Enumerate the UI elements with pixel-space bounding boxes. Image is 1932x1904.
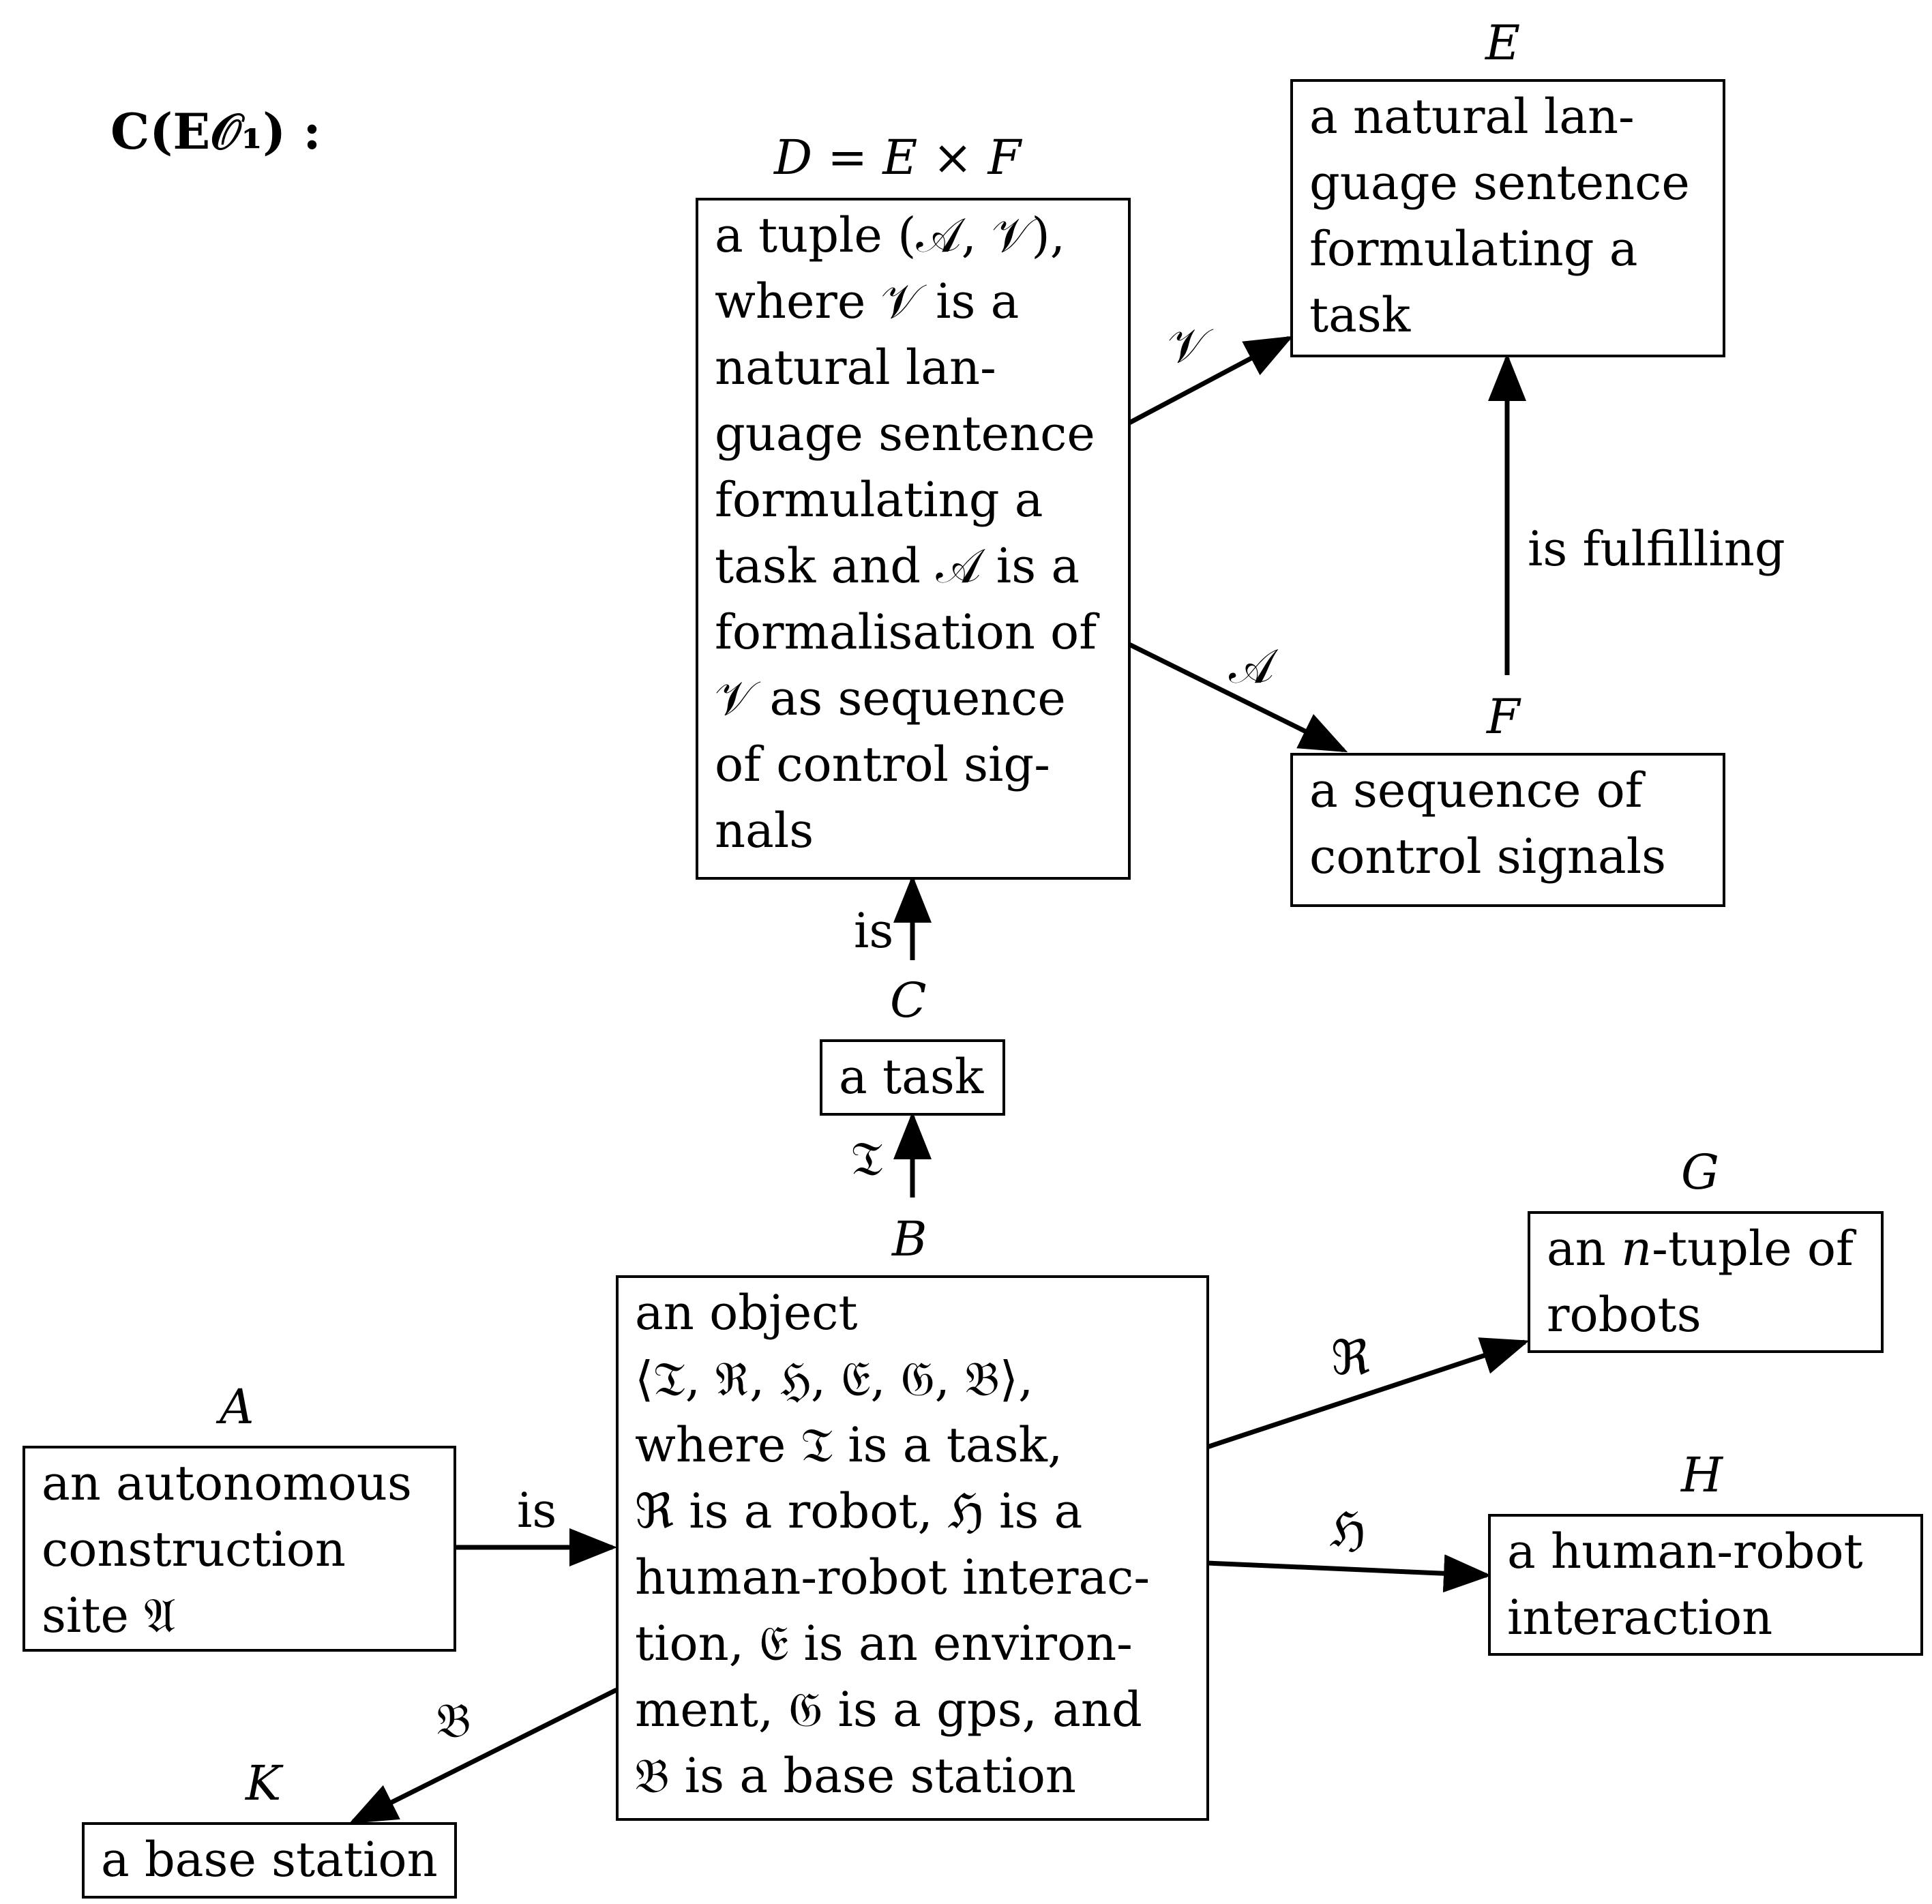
node-h-box: a human-robot interaction [1488,1514,1923,1656]
node-d-box: a tuple (𝒜, 𝒱), where 𝒱 is a natural lan… [696,198,1131,880]
node-e-box: a natural lan- guage sentence formulatin… [1290,79,1725,357]
node-b-box: an object ⟨𝔗, ℜ, ℌ, 𝔈, 𝔊, 𝔅⟩, where 𝔗 is… [616,1275,1209,1821]
node-k-letter: K [246,1755,282,1811]
node-c-box: a task [820,1039,1005,1116]
edge-b-k-label: 𝔅 [436,1693,471,1749]
edge-b-h-label: ℌ [1330,1502,1366,1558]
edge-d-f-label: 𝒜 [1229,638,1275,694]
node-f-box: a sequence of control signals [1290,753,1725,907]
edge-b-c-label: 𝔗 [851,1131,883,1187]
node-g-text-n: n [1621,1221,1652,1277]
node-e-letter: E [1485,15,1521,71]
node-d-letter: D = E × F [774,130,1022,185]
node-a-box: an autonomous construction site 𝔄 [23,1446,456,1652]
node-g-text-post: -tuple of robots [1547,1221,1854,1343]
node-g-box: an n-tuple of robots [1528,1211,1884,1353]
node-h-letter: H [1681,1447,1723,1503]
edge-f-e-label: is fulfilling [1528,521,1785,577]
node-a-letter: A [220,1379,254,1435]
node-b-letter: B [892,1211,927,1267]
node-g-text-pre: an [1547,1221,1622,1277]
node-k-box: a base station [82,1822,457,1899]
diagram-title: C(E𝒪₁) : [110,102,321,160]
edge-c-d-label: is [854,903,894,959]
edge-d-e-label: 𝒱 [1168,318,1208,374]
edge-d-f [1128,642,1348,753]
node-f-letter: F [1487,689,1520,745]
edge-b-h [1206,1554,1491,1593]
edge-b-g-label: ℜ [1331,1330,1370,1386]
edge-b-k [348,1687,618,1824]
edge-a-b-label: is [517,1483,557,1538]
edge-b-g [1206,1337,1530,1450]
edge-d-e [1128,336,1294,426]
node-g-letter: G [1681,1144,1719,1200]
node-c-letter: C [890,972,927,1028]
